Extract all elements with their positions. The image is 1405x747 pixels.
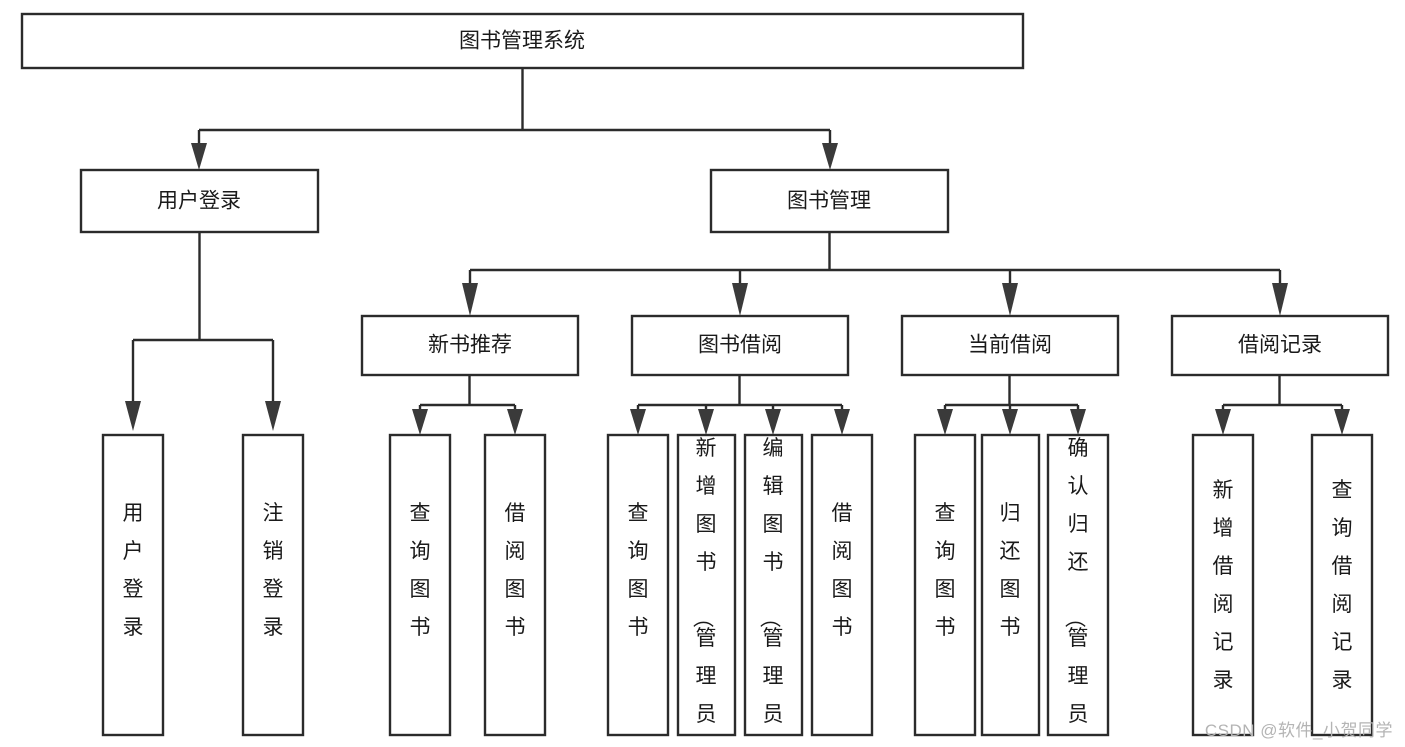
leaf-newbook-borrow-book[interactable]: 借阅图书 [483,433,547,737]
arrow-borrowrecord-leaf-2 [1334,409,1350,435]
leaf-record-add-record-label: 新增借阅记录 [1213,479,1234,692]
arrow-to-user-login [191,143,207,170]
leaf-newbook-query-book[interactable]: 查询图书 [388,433,452,737]
leaf-current-query-book[interactable]: 查询图书 [913,433,977,737]
node-borrow-record-label: 借阅记录 [1238,334,1322,357]
node-book-borrow-label: 图书借阅 [698,334,782,357]
arrow-bookborrow-leaf-3 [765,409,781,435]
leaf-logout-box[interactable] [241,433,305,737]
node-user-login-label: 用户登录 [157,190,241,213]
leaf-borrow-add-book-box[interactable] [676,433,737,737]
node-book-manage-box[interactable] [709,168,950,234]
leaf-borrow-add-book[interactable]: 新增图书（管理员） [676,433,737,747]
connector-layer [125,68,1350,435]
leaf-newbook-borrow-book-label: 借阅图书 [505,502,526,639]
arrow-to-borrow-record [1272,283,1288,316]
leaf-current-return-book[interactable]: 归还图书 [980,433,1041,737]
arrow-newbook-leaf-1 [412,409,428,435]
leaf-current-query-book-label: 查询图书 [935,502,956,639]
leaf-borrow-borrow-book-label: 借阅图书 [832,502,853,639]
leaf-current-query-book-box[interactable] [913,433,977,737]
leaf-logout-label: 注销登录 [263,502,284,639]
arrow-to-new-book [462,283,478,316]
leaf-logout[interactable]: 注销登录 [241,433,305,737]
node-root-box[interactable] [20,12,1025,70]
arrow-bookborrow-leaf-1 [630,409,646,435]
node-new-book-recommend-box[interactable] [360,314,580,377]
leaf-record-add-record-box[interactable] [1191,433,1255,737]
leaf-current-confirm-return[interactable]: 确认归还（管理员） [1046,433,1110,747]
arrow-currentborrow-leaf-3 [1070,409,1086,435]
node-book-manage[interactable]: 图书管理 [709,168,950,234]
leaf-current-return-book-box[interactable] [980,433,1041,737]
arrow-currentborrow-leaf-1 [937,409,953,435]
node-user-login-box[interactable] [79,168,320,234]
leaf-record-add-record[interactable]: 新增借阅记录 [1191,433,1255,737]
arrow-borrowrecord-leaf-1 [1215,409,1231,435]
leaf-newbook-query-book-label: 查询图书 [410,502,431,639]
leaf-borrow-borrow-book[interactable]: 借阅图书 [810,433,874,737]
node-borrow-record-box[interactable] [1170,314,1390,377]
node-book-borrow[interactable]: 图书借阅 [630,314,850,377]
arrow-newbook-leaf-2 [507,409,523,435]
node-borrow-record[interactable]: 借阅记录 [1170,314,1390,377]
leaf-borrow-edit-book[interactable]: 编辑图书（管理员） [743,433,804,747]
leaf-borrow-query-book[interactable]: 查询图书 [606,433,670,737]
node-new-book-recommend[interactable]: 新书推荐 [360,314,580,377]
arrow-to-book-manage [822,143,838,170]
node-current-borrow-box[interactable] [900,314,1120,377]
leaf-borrow-borrow-book-box[interactable] [810,433,874,737]
arrow-to-leaf-user-login [125,401,141,431]
leaf-user-login[interactable]: 用户登录 [101,433,165,737]
leaf-newbook-query-book-box[interactable] [388,433,452,737]
node-book-manage-label: 图书管理 [787,190,871,213]
node-new-book-recommend-label: 新书推荐 [428,334,512,357]
leaf-record-query-record-box[interactable] [1310,433,1374,737]
node-root[interactable]: 图书管理系统 [20,12,1025,70]
leaf-borrow-edit-book-box[interactable] [743,433,804,737]
arrow-currentborrow-leaf-2 [1002,409,1018,435]
arrow-to-leaf-logout [265,401,281,431]
leaf-current-confirm-return-box[interactable] [1046,433,1110,737]
leaf-current-return-book-label: 归还图书 [1000,502,1021,639]
leaf-borrow-query-book-box[interactable] [606,433,670,737]
arrow-bookborrow-leaf-4 [834,409,850,435]
leaf-newbook-borrow-book-box[interactable] [483,433,547,737]
leaf-borrow-add-book-label: 新增图书（管理员） [691,437,717,747]
node-book-borrow-box[interactable] [630,314,850,377]
arrow-to-current-borrow [1002,283,1018,316]
leaf-borrow-edit-book-label: 编辑图书（管理员） [758,437,784,747]
node-current-borrow[interactable]: 当前借阅 [900,314,1120,377]
leaf-user-login-label: 用户登录 [123,502,144,639]
leaf-record-query-record-label: 查询借阅记录 [1332,479,1353,692]
node-current-borrow-label: 当前借阅 [968,334,1052,357]
leaf-current-confirm-return-label: 确认归还（管理员） [1063,437,1089,747]
arrow-to-book-borrow [732,283,748,316]
arrow-bookborrow-leaf-2 [698,409,714,435]
leaf-borrow-query-book-label: 查询图书 [628,502,649,639]
leaf-record-query-record[interactable]: 查询借阅记录 [1310,433,1374,737]
leaf-user-login-box[interactable] [101,433,165,737]
node-root-label: 图书管理系统 [459,30,585,53]
node-user-login[interactable]: 用户登录 [79,168,320,234]
